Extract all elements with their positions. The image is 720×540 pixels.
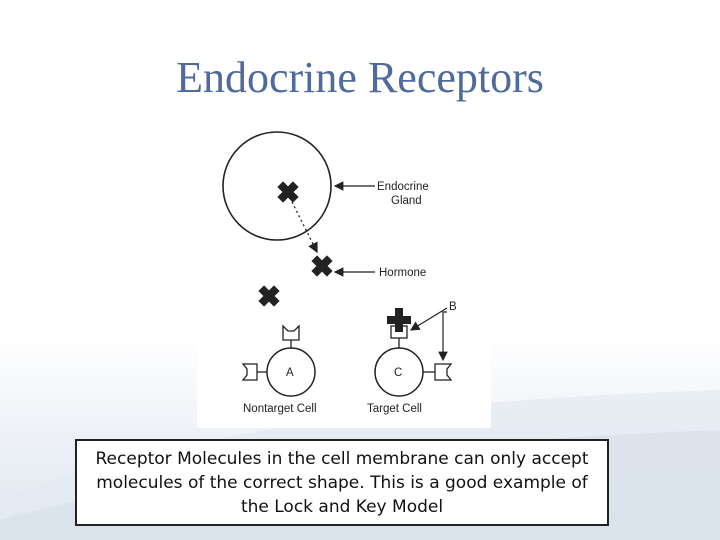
receptor-a-top — [283, 326, 299, 340]
target-cell-label: Target Cell — [367, 403, 422, 415]
receptor-diagram: Endocrine Gland Hormone A C B Nontarg — [197, 124, 491, 428]
b-pointer-right — [443, 312, 447, 360]
hormone-in-gland — [272, 176, 303, 207]
caption-text: Receptor Molecules in the cell membrane … — [81, 447, 603, 519]
nontarget-cell-label: Nontarget Cell — [243, 403, 317, 415]
slide-title: Endocrine Receptors — [0, 56, 720, 100]
gland-label-line2: Gland — [391, 195, 422, 207]
b-pointer-top — [411, 308, 447, 330]
endocrine-gland — [223, 132, 331, 240]
b-label: B — [449, 301, 457, 313]
cell-c-label: C — [394, 367, 402, 379]
hormone-released — [306, 250, 337, 281]
receptor-c-right — [435, 364, 451, 380]
receptor-a-left — [243, 364, 257, 380]
gland-label-line1: Endocrine — [377, 181, 429, 193]
cell-a-label: A — [286, 367, 294, 379]
hormone-label: Hormone — [379, 267, 426, 279]
hormone-free — [253, 280, 284, 311]
caption-box: Receptor Molecules in the cell membrane … — [75, 439, 609, 526]
